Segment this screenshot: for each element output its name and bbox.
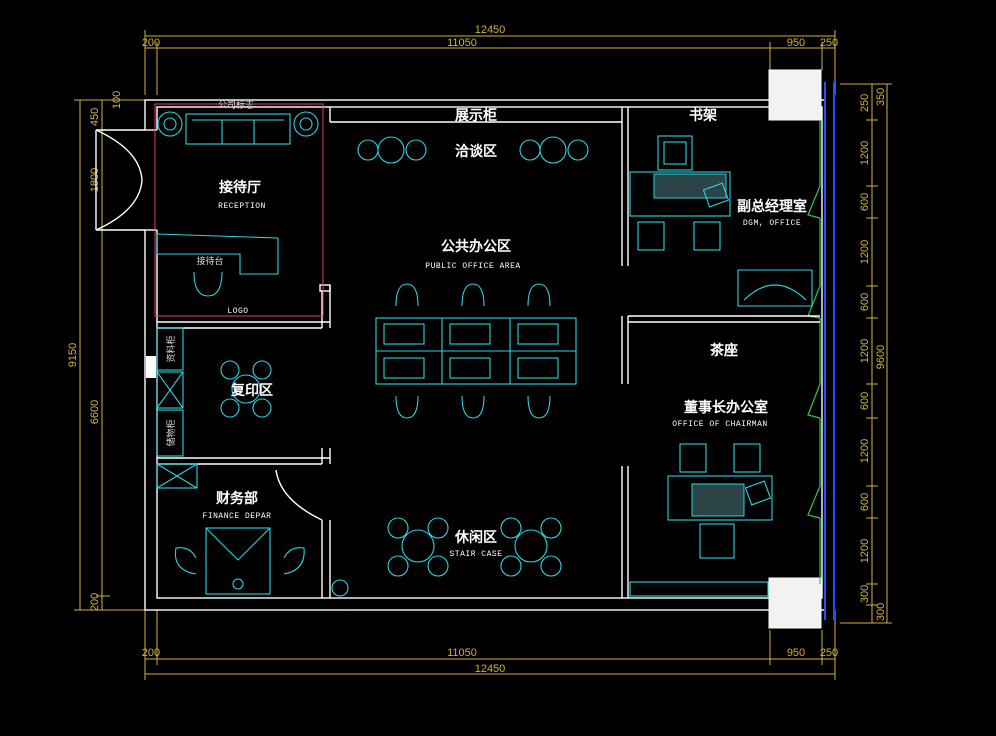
dim-right-300: 300 (875, 603, 887, 621)
bookshelf-label: 书架 (689, 107, 717, 124)
leisure-area: 休闲区 STAIR CASE (387, 517, 562, 577)
tea-label: 茶座 (709, 342, 738, 359)
dim-left-1800: 1800 (89, 168, 101, 192)
dim-left-450: 450 (89, 108, 101, 126)
finance-department: 财务部 FINANCE DEPAR (156, 463, 349, 597)
dim-left-100: 100 (111, 91, 123, 109)
dim-top-mid: 11050 (447, 37, 477, 49)
right-segment-labels: 250 1200 600 1200 600 1200 600 1200 600 1200 300 (859, 94, 871, 603)
dgm-office: 书架 副总经理室 DGM, OFFICE (629, 107, 813, 307)
chairman-subtitle: OFFICE OF CHAIRMAN (672, 420, 767, 429)
display-cabinet-label: 展示柜 (455, 107, 497, 124)
left-dimensions: 9150 100 450 1800 6600 200 (67, 91, 145, 611)
dim-top-left: 200 (142, 37, 160, 49)
dgm-title: 副总经理室 (737, 198, 807, 215)
dim-right-segment: 1200 (859, 539, 871, 563)
reception-desk-label: 接待台 (196, 255, 223, 267)
logo-strip: LOGO (227, 307, 248, 316)
dim-top-r2: 250 (820, 37, 838, 49)
dim-left-6600: 6600 (89, 400, 101, 424)
reception-area: 公司标志 接待台 LOGO 接待厅 RECEPTION (154, 99, 324, 317)
dim-top-total: 12450 (475, 24, 506, 36)
cabinet-b-label: 储物柜 (165, 419, 177, 446)
leisure-subtitle: STAIR CASE (449, 550, 502, 559)
dim-right-segment: 600 (859, 293, 871, 311)
right-dimensions: 9600 350 300 250 1200 600 1200 600 1200 600 120… (840, 83, 892, 624)
reception-subtitle: RECEPTION (218, 202, 266, 211)
finance-subtitle: FINANCE DEPAR (203, 512, 272, 521)
public-title: 公共办公区 (441, 238, 511, 255)
dgm-subtitle: DGM, OFFICE (743, 219, 801, 228)
dim-left-outer: 9150 (67, 343, 79, 367)
dim-left-200: 200 (89, 593, 101, 611)
dim-bottom-mid: 11050 (447, 647, 477, 659)
bottom-dimensions: 200 11050 950 250 12450 (142, 610, 838, 680)
dim-right-segment: 600 (859, 193, 871, 211)
window-wall (807, 82, 835, 620)
finance-title: 财务部 (215, 490, 258, 507)
dim-bottom-left: 200 (142, 647, 160, 659)
reception-title: 接待厅 (219, 179, 261, 196)
leisure-title: 休闲区 (454, 529, 497, 546)
dim-right-segment: 300 (859, 585, 871, 603)
negotiation-area: 展示柜 洽谈区 (357, 107, 589, 164)
dim-right-segment: 250 (859, 94, 871, 112)
dim-right-350: 350 (875, 88, 887, 106)
dim-bottom-r2: 250 (820, 647, 838, 659)
negotiation-label: 洽谈区 (455, 143, 497, 160)
dim-right-segment: 600 (859, 392, 871, 410)
dim-right-segment: 1200 (859, 339, 871, 363)
copy-title: 复印区 (230, 382, 273, 399)
public-subtitle: PUBLIC OFFICE AREA (425, 262, 520, 271)
interior-walls (157, 107, 820, 598)
chairman-office: 茶座 董事长办公室 OFFICE OF CHAIRMAN (629, 342, 773, 597)
dim-right-outer: 9600 (875, 345, 887, 369)
dim-top-r1: 950 (787, 37, 805, 49)
cabinet-a-label: 资料柜 (165, 335, 177, 362)
dim-bottom-total: 12450 (475, 663, 506, 675)
public-office: 公共办公区 PUBLIC OFFICE AREA (375, 238, 577, 419)
company-logo-label: 公司标志 (218, 99, 254, 111)
dim-bottom-r1: 950 (787, 647, 805, 659)
dim-right-segment: 600 (859, 493, 871, 511)
copy-area: 资料柜 储物柜 复印区 (146, 327, 273, 457)
dim-right-segment: 1200 (859, 439, 871, 463)
dim-right-segment: 1200 (859, 240, 871, 264)
dim-right-segment: 1200 (859, 141, 871, 165)
chairman-title: 董事长办公室 (684, 399, 768, 416)
top-dimensions: 12450 200 11050 950 250 (142, 24, 838, 95)
